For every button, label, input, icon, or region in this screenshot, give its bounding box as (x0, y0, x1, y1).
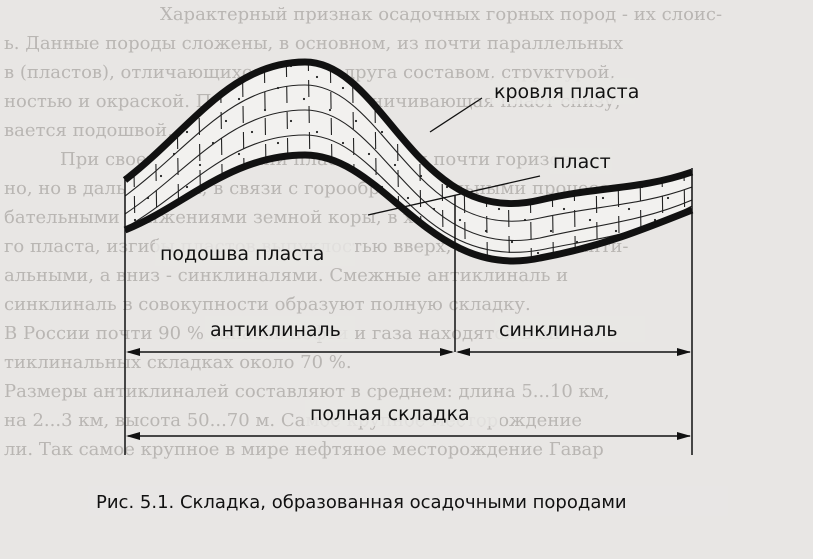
anticline-dimension (126, 348, 454, 356)
syncline-label: синклиналь (499, 319, 618, 341)
base-boundary (123, 151, 694, 265)
anticline-label: антиклиналь (210, 319, 341, 341)
base-label: подошва пласта (160, 243, 324, 265)
figure-caption: Рис. 5.1. Складка, образованная осадочны… (96, 492, 627, 513)
full-fold-dimension (126, 432, 691, 440)
roof-label: кровля пласта (494, 81, 639, 103)
layer-leader (367, 175, 541, 216)
rock-layer (125, 62, 692, 262)
roof-leader (429, 97, 483, 133)
bleed-line: тиклинальных складках около 70 %. (4, 352, 352, 373)
bleed-line: Характерный признак осадочных горных пор… (160, 4, 723, 25)
full-fold-label: полная складка (310, 403, 470, 425)
bleed-line: ли. Так самое крупное в мире нефтяное ме… (4, 439, 604, 460)
syncline-dimension (456, 348, 691, 356)
roof-boundary (122, 58, 694, 207)
bleed-line: ь. Данные породы сложены, в основном, из… (4, 33, 624, 54)
bleed-line: Размеры антиклиналей составляют в средне… (4, 381, 610, 402)
layer-label: пласт (553, 151, 611, 173)
bleed-line: синклиналь в совокупности образуют полну… (4, 294, 531, 315)
bleed-line: альными, а вниз - синклиналями. Смежные … (4, 265, 569, 286)
